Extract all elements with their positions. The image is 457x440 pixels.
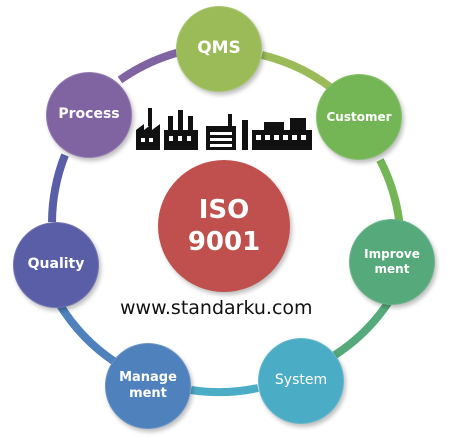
node-quality: Quality <box>13 222 99 308</box>
arc-process-qms <box>117 48 182 84</box>
node-system: System <box>258 338 344 424</box>
factory-icon <box>242 118 312 150</box>
arc-customer-improvement <box>376 158 404 229</box>
node-management-label: Manage ment <box>119 369 177 401</box>
hub-line-2: 9001 <box>187 227 261 257</box>
arc-system-management <box>190 384 259 397</box>
arc-quality-process <box>48 153 69 223</box>
node-management: Manage ment <box>105 343 191 429</box>
factory-icon <box>206 114 236 150</box>
node-system-label: System <box>274 372 328 389</box>
arc-improvement-system <box>332 297 394 359</box>
node-improvement-label: Improve ment <box>364 247 420 276</box>
factory-icon <box>136 108 160 150</box>
arc-management-quality <box>56 302 118 366</box>
node-customer: Customer <box>316 74 402 160</box>
factory-icon <box>164 110 198 150</box>
node-quality-label: Quality <box>27 256 85 273</box>
node-qms-label: QMS <box>197 38 241 59</box>
node-process-label: Process <box>58 106 120 123</box>
node-customer-label: Customer <box>326 109 392 124</box>
hub-line-1: ISO <box>198 194 250 225</box>
node-qms: QMS <box>176 6 262 92</box>
website-label: www.standarku.com <box>120 297 313 319</box>
node-process: Process <box>46 72 132 158</box>
factory-icons <box>136 108 312 150</box>
hub-iso-9001: ISO 9001 <box>158 160 290 292</box>
node-improvement: Improve ment <box>349 219 435 305</box>
